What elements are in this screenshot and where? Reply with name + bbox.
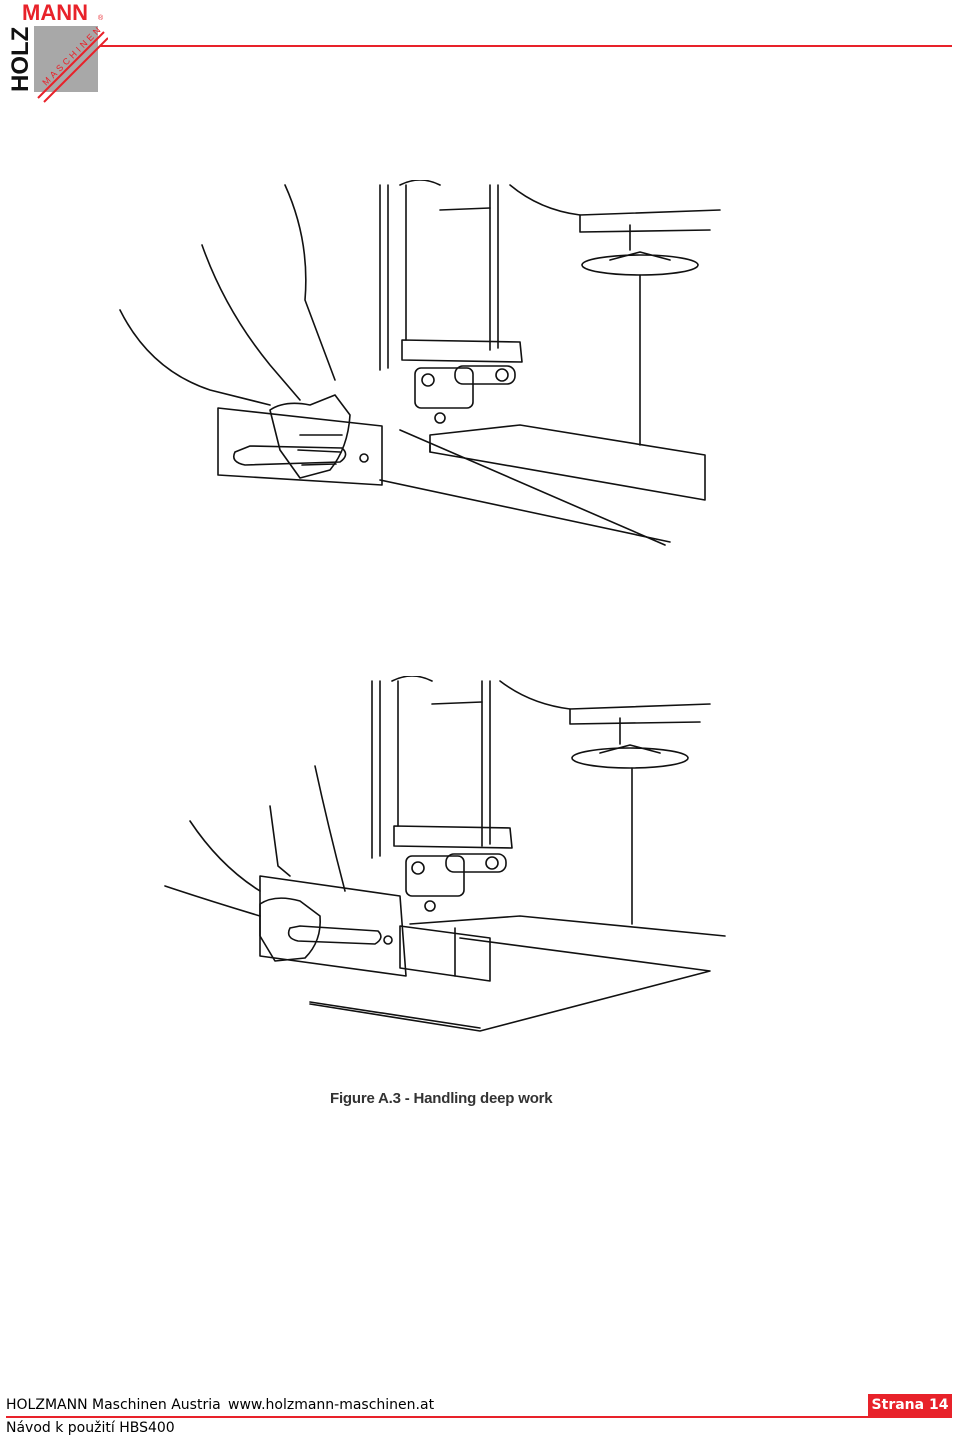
footer-manual-title: Návod k použití HBS400: [6, 1420, 175, 1436]
footer-url-link[interactable]: www.holzmann-maschinen.at: [228, 1397, 435, 1413]
logo-mann-text: MANN: [22, 0, 88, 25]
logo-holz-text: HOLZ: [7, 27, 34, 92]
bandsaw-push-stick-figure: [119, 180, 721, 546]
holzmann-logo: MANN ® HOLZ MASCHINEN: [7, 0, 108, 103]
header-rule: [100, 45, 952, 47]
footer-rule: [6, 1416, 952, 1418]
svg-text:®: ®: [98, 14, 104, 22]
footer-company: HOLZMANN Maschinen Austria: [6, 1397, 221, 1413]
figure-caption: Figure A.3 - Handling deep work: [330, 1090, 553, 1107]
bandsaw-deep-work-figure: [164, 676, 726, 1032]
page-number-badge: Strana 14: [868, 1394, 952, 1417]
